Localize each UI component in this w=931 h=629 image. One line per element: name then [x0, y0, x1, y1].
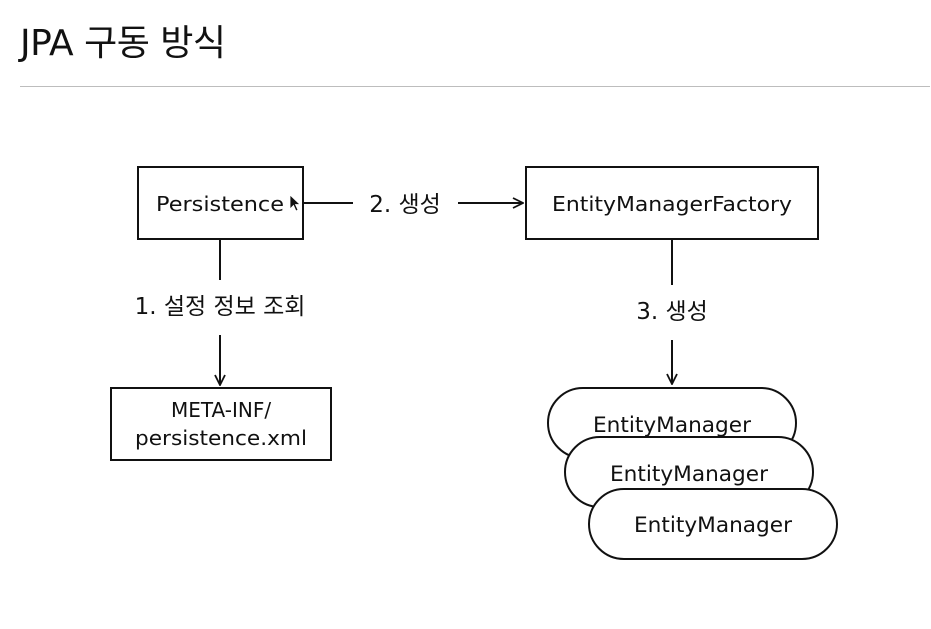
entity-manager-3: EntityManager	[588, 488, 838, 560]
page-title: JPA 구동 방식	[20, 23, 226, 64]
persistence-box	[137, 166, 304, 240]
entity-manager-1-label: EntityManager	[593, 413, 751, 437]
create-manager-label: 3. 생성	[636, 299, 708, 325]
config-box	[110, 387, 332, 461]
config-node: META-INF/ persistence.xml	[110, 387, 332, 461]
config-label-line1: META-INF/	[171, 398, 271, 422]
entity-manager-2-label: EntityManager	[610, 462, 768, 486]
create-factory-label: 2. 생성	[369, 192, 441, 218]
persistence-label: Persistence	[156, 192, 284, 216]
entity-manager-3-label: EntityManager	[634, 513, 792, 537]
emf-node: EntityManagerFactory	[525, 166, 819, 240]
emf-label: EntityManagerFactory	[552, 192, 792, 216]
config-label-line2: persistence.xml	[135, 426, 307, 450]
mouse-cursor-icon	[289, 194, 302, 212]
title-divider	[20, 86, 930, 87]
persistence-node: Persistence	[137, 166, 304, 240]
entity-manager-3-shape	[588, 488, 838, 560]
read-config-label: 1. 설정 정보 조회	[135, 294, 306, 320]
